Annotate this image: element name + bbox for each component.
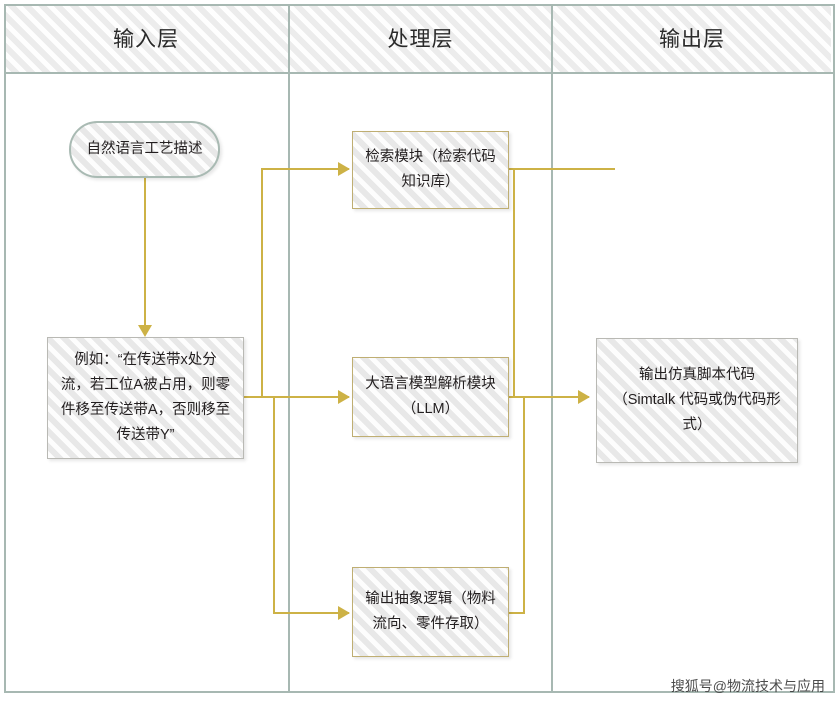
swimlane-divider-2 (551, 4, 553, 693)
node-abstract-logic-label: 输出抽象逻辑（物料流向、零件存取） (365, 591, 496, 632)
node-example-text-label: 例如：“在传送带x处分流，若工位A被占用，则零件移至传送带A，否则移至传送带Y” (60, 352, 231, 443)
edge-example-to-abstract-h (273, 612, 349, 614)
swimlane-header-output: 输出层 (553, 4, 831, 72)
edge-nl-desc-to-example (144, 178, 146, 326)
edge-example-to-llm (244, 396, 349, 398)
swimlane-header-row: 输入层 处理层 输出层 (4, 4, 835, 74)
node-nl-desc[interactable]: 自然语言工艺描述 (69, 121, 220, 178)
arrowhead-to-sim-code (578, 390, 590, 404)
node-llm-parser-label: 大语言模型解析模块（LLM） (365, 376, 496, 417)
node-example-text[interactable]: 例如：“在传送带x处分流，若工位A被占用，则零件移至传送带A，否则移至传送带Y” (47, 337, 244, 459)
node-sim-code-output[interactable]: 输出仿真脚本代码（Simtalk 代码或伪代码形式） (596, 338, 798, 463)
swimlane-header-output-label: 输出层 (659, 28, 725, 51)
swimlane-header-input: 输入层 (4, 4, 288, 72)
swimlane-divider-1 (288, 4, 290, 693)
edge-llm-to-sim (509, 396, 589, 398)
edge-example-to-abstract-v (273, 396, 275, 614)
edge-example-to-retrieval-v (261, 168, 263, 398)
swimlane-frame (4, 4, 835, 693)
edge-abstract-to-sim-h (509, 612, 525, 614)
arrowhead-to-llm (338, 390, 350, 404)
node-nl-desc-label: 自然语言工艺描述 (86, 141, 203, 158)
node-abstract-logic[interactable]: 输出抽象逻辑（物料流向、零件存取） (352, 567, 509, 657)
node-retrieval-module[interactable]: 检索模块（检索代码知识库） (352, 131, 509, 209)
edge-retrieval-to-sim-v (513, 168, 515, 398)
edge-abstract-to-sim-v (523, 396, 525, 614)
watermark: 搜狐号@物流技术与应用 (670, 678, 825, 694)
arrowhead-to-example (138, 325, 152, 337)
arrowhead-to-abstract (338, 606, 350, 620)
node-sim-code-output-label: 输出仿真脚本代码（Simtalk 代码或伪代码形式） (613, 367, 781, 433)
node-llm-parser[interactable]: 大语言模型解析模块（LLM） (352, 357, 509, 437)
swimlane-header-process-label: 处理层 (387, 28, 454, 51)
node-retrieval-module-label: 检索模块（检索代码知识库） (365, 149, 496, 190)
edge-retrieval-to-sim-h (509, 168, 615, 170)
arrowhead-to-retrieval (338, 162, 350, 176)
swimlane-header-process: 处理层 (290, 4, 551, 72)
edge-example-to-retrieval-h (261, 168, 349, 170)
swimlane-header-input-label: 输入层 (113, 28, 179, 51)
